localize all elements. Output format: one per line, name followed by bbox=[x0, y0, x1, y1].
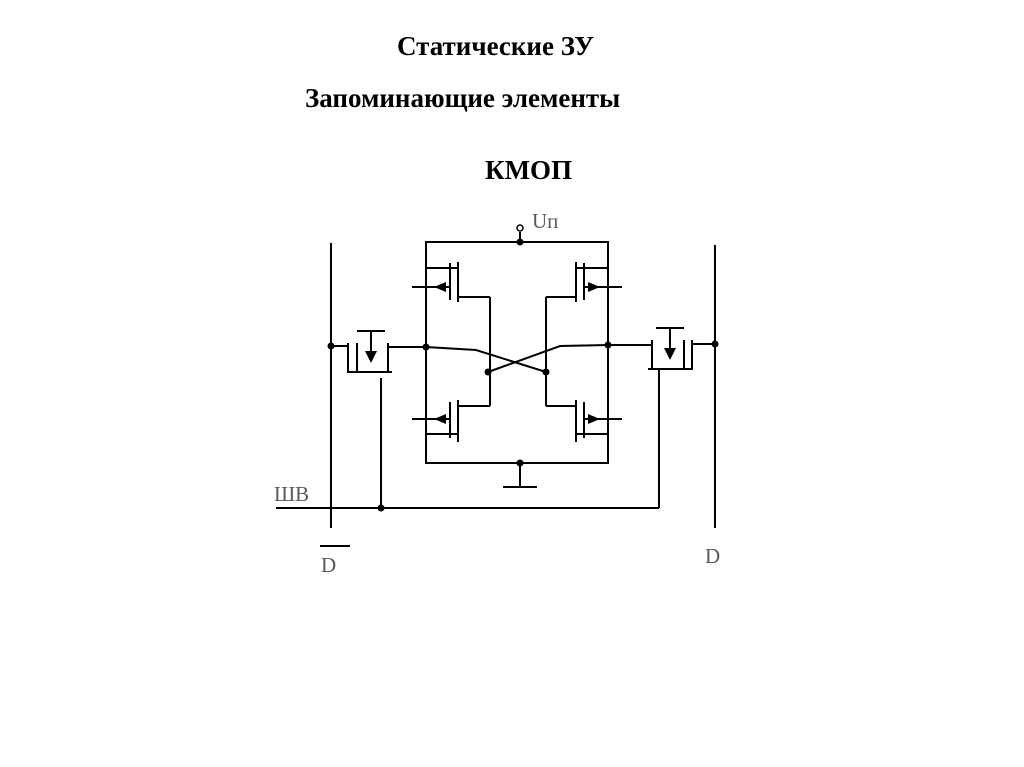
supply-terminal bbox=[516, 224, 524, 232]
junction-dot bbox=[327, 342, 335, 350]
supply-rail bbox=[425, 241, 609, 268]
arrow-nmos-right bbox=[588, 414, 600, 424]
circuit-heading: КМОП bbox=[485, 155, 573, 185]
access-transistor-right bbox=[608, 327, 715, 370]
ground-rail bbox=[425, 448, 609, 464]
nmos-transistor-right bbox=[546, 400, 622, 442]
junction-dot bbox=[422, 343, 430, 351]
junction-dot bbox=[711, 340, 719, 348]
nmos-transistor-left bbox=[412, 400, 490, 442]
word-line-label: ШВ bbox=[274, 482, 309, 506]
supply-label: Uп bbox=[532, 209, 558, 233]
slide-title: Статические ЗУ bbox=[397, 31, 595, 61]
junction-dot bbox=[484, 368, 492, 376]
pmos-transistor-left bbox=[412, 262, 490, 302]
cross-couple-wire-1 bbox=[425, 346, 547, 373]
access-transistor-left bbox=[331, 330, 426, 373]
pmos-transistor-right bbox=[546, 262, 622, 302]
bit-line-right-label: D bbox=[705, 544, 720, 568]
arrow-nmos-left bbox=[434, 414, 446, 424]
junction-dot bbox=[516, 459, 524, 467]
junction-dot bbox=[604, 341, 612, 349]
bit-line-left-label: D bbox=[321, 553, 336, 577]
slide-subtitle: Запоминающие элементы bbox=[305, 83, 621, 113]
arrow-pmos-left bbox=[434, 282, 446, 292]
arrow-pmos-right bbox=[588, 282, 600, 292]
junction-dot bbox=[516, 238, 524, 246]
arrow-access-right bbox=[664, 348, 676, 360]
junction-dot bbox=[377, 504, 385, 512]
arrow-access-left bbox=[365, 351, 377, 363]
cross-couple-wire-2 bbox=[487, 344, 609, 373]
junction-dot bbox=[542, 368, 550, 376]
